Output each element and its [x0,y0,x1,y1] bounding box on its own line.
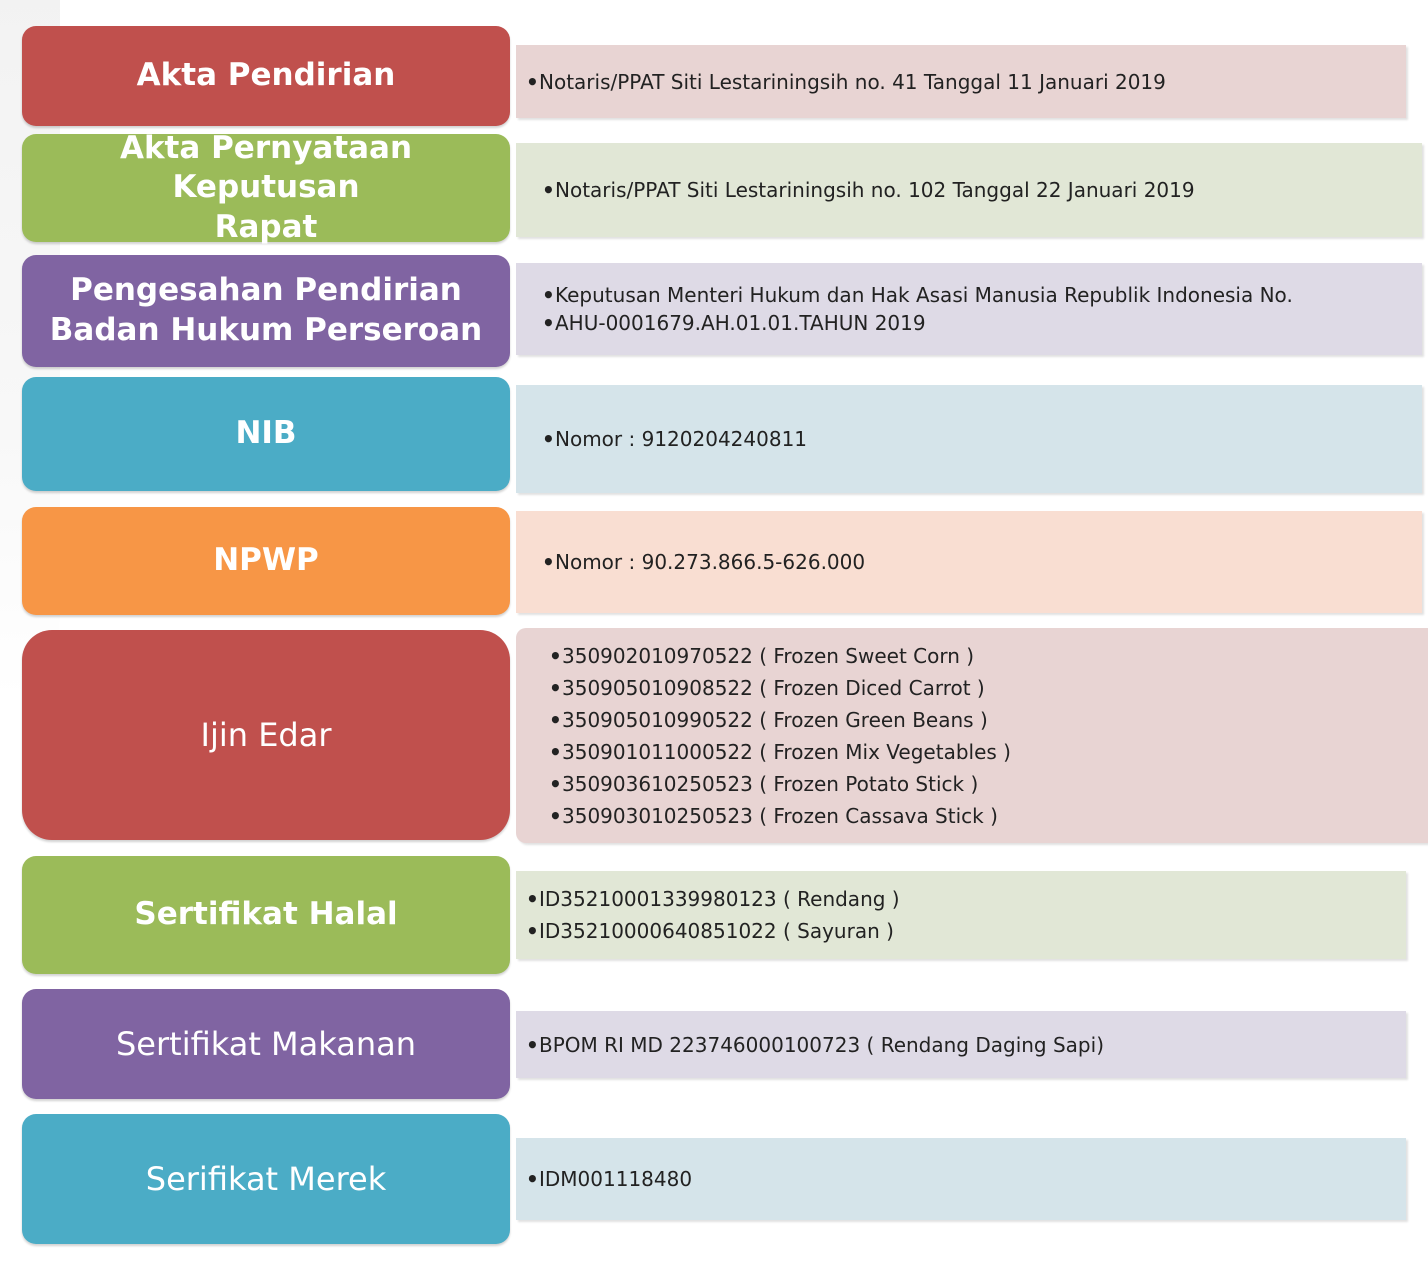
label-akta-pendirian: Akta Pendirian [22,26,510,126]
label-text: Ijin Edar [200,715,332,754]
detail-item: BPOM RI MD 223746000100723 ( Rendang Dag… [526,1029,1104,1061]
label-text: Sertifikat Makanan [115,1024,416,1063]
detail-pengesahan: Keputusan Menteri Hukum dan Hak Asasi Ma… [516,263,1422,355]
label-pengesahan: Pengesahan Pendirian Badan Hukum Persero… [22,255,510,367]
detail-item: ID35210000640851022 ( Sayuran ) [526,915,900,947]
detail-item: 350902010970522 ( Frozen Sweet Corn ) [549,640,1011,672]
detail-akta-pendirian: Notaris/PPAT Siti Lestariningsih no. 41 … [516,45,1406,118]
label-serifikat-merek: Serifikat Merek [22,1114,510,1244]
detail-item: ID35210001339980123 ( Rendang ) [526,883,900,915]
detail-sertifikat-makanan: BPOM RI MD 223746000100723 ( Rendang Dag… [516,1011,1406,1078]
detail-item: Nomor : 9120204240811 [542,423,807,455]
label-npwp: NPWP [22,507,510,615]
detail-item: Notaris/PPAT Siti Lestariningsih no. 41 … [526,66,1166,98]
detail-item-continuation: AHU-0001679.AH.01.01.TAHUN 2019 [542,309,1293,338]
detail-sertifikat-halal: ID35210001339980123 ( Rendang ) ID352100… [516,871,1406,959]
label-sertifikat-makanan: Sertifikat Makanan [22,989,510,1099]
label-text: Pengesahan Pendirian [70,272,462,309]
detail-item: Keputusan Menteri Hukum dan Hak Asasi Ma… [542,281,1293,310]
detail-nib: Nomor : 9120204240811 [516,385,1422,493]
detail-npwp: Nomor : 90.273.866.5-626.000 [516,511,1422,613]
label-akta-pernyataan: Akta Pernyataan Keputusan Rapat [22,130,510,245]
label-ijin-edar: Ijin Edar [22,630,510,840]
label-text: Sertifikat Halal [134,896,398,933]
label-text: Akta Pernyataan Keputusan [119,129,413,206]
label-text: NIB [235,415,297,452]
detail-item: 350905010990522 ( Frozen Green Beans ) [549,704,1011,736]
label-text: Badan Hukum Perseroan [49,312,483,348]
detail-item: Notaris/PPAT Siti Lestariningsih no. 102… [542,174,1195,206]
detail-item: IDM001118480 [526,1163,692,1195]
detail-serifikat-merek: IDM001118480 [516,1138,1406,1220]
detail-item: 350903010250523 ( Frozen Cassava Stick ) [549,800,1011,832]
label-text: Rapat [214,208,318,245]
label-text: Akta Pendirian [136,57,396,94]
label-text: NPWP [213,542,319,579]
label-nib: NIB [22,377,510,491]
detail-item: 350901011000522 ( Frozen Mix Vegetables … [549,736,1011,768]
detail-item: 350903610250523 ( Frozen Potato Stick ) [549,768,1011,800]
label-sertifikat-halal: Sertifikat Halal [22,856,510,974]
detail-akta-pernyataan: Notaris/PPAT Siti Lestariningsih no. 102… [516,143,1422,237]
detail-item: 350905010908522 ( Frozen Diced Carrot ) [549,672,1011,704]
detail-ijin-edar: 350902010970522 ( Frozen Sweet Corn ) 35… [516,628,1428,843]
detail-item-continuation-text: AHU-0001679.AH.01.01.TAHUN 2019 [555,311,926,335]
label-text: Serifikat Merek [145,1159,387,1198]
detail-item: Nomor : 90.273.866.5-626.000 [542,546,865,578]
